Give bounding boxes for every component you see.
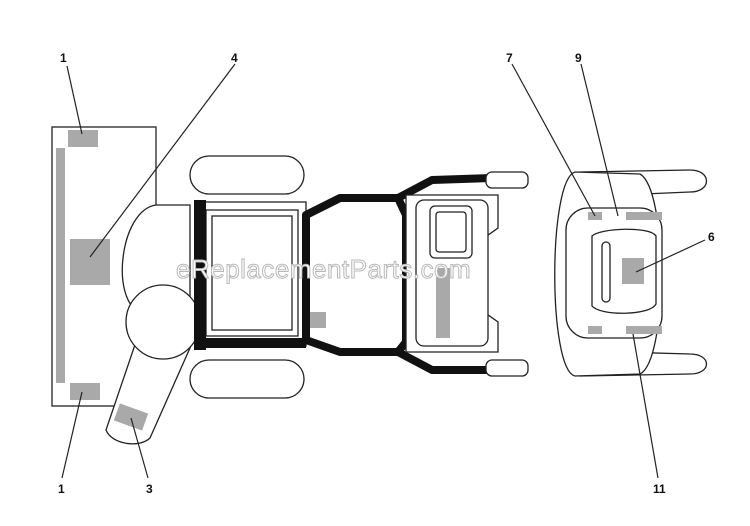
discharge-chute bbox=[105, 284, 201, 445]
callout-1-bottom: 1 bbox=[58, 482, 65, 496]
decal-3 bbox=[113, 403, 149, 431]
callout-numbers: 1 4 1 3 7 9 6 11 bbox=[58, 51, 715, 496]
decal-1-top bbox=[68, 130, 98, 147]
callout-6: 6 bbox=[708, 230, 715, 244]
decal-1-bottom bbox=[70, 383, 100, 400]
decal-9 bbox=[626, 212, 662, 220]
callout-1-top: 1 bbox=[60, 51, 67, 65]
decal-hood bbox=[436, 268, 450, 338]
decal-11-left bbox=[588, 326, 602, 334]
seat-section bbox=[194, 200, 326, 350]
decal-seat bbox=[310, 312, 326, 328]
callout-9: 9 bbox=[575, 51, 582, 65]
callout-11: 11 bbox=[653, 482, 666, 496]
watermark: eReplacementParts.com bbox=[176, 254, 471, 284]
decal-6 bbox=[622, 258, 644, 284]
callout-3: 3 bbox=[146, 482, 153, 496]
leader-lines bbox=[61, 63, 706, 479]
callout-7: 7 bbox=[506, 51, 513, 65]
callout-4: 4 bbox=[231, 51, 238, 65]
handle-console bbox=[554, 169, 708, 377]
decal-11 bbox=[626, 326, 662, 334]
wheels bbox=[189, 155, 305, 399]
decal-4 bbox=[70, 239, 110, 285]
front-hood bbox=[405, 171, 529, 377]
decal-deck-strip bbox=[56, 148, 65, 383]
